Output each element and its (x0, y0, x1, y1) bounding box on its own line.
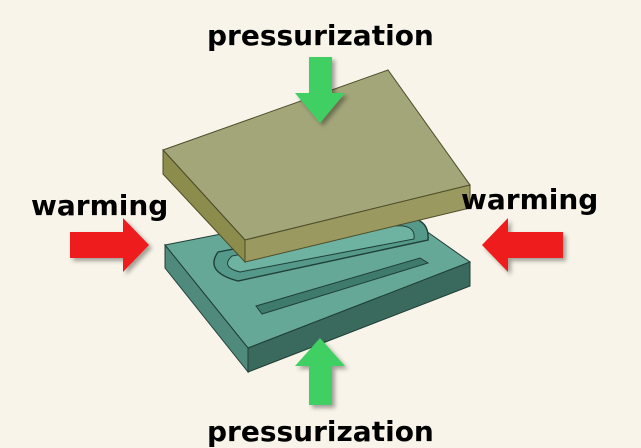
arrow-right-icon (70, 218, 149, 272)
label-warming-right: warming (461, 183, 599, 216)
upper-plate-right-face (244, 184, 471, 263)
label-pressurization-top: pressurization (207, 19, 434, 52)
label-pressurization-bottom: pressurization (207, 415, 434, 448)
lower-plate-right-face (247, 261, 471, 373)
arrow-up-icon (295, 338, 345, 405)
label-warming-left: warming (31, 189, 169, 222)
straight-slot (255, 257, 430, 315)
rounded-groove-inner (227, 225, 415, 273)
arrow-down-icon (295, 57, 345, 123)
arrow-left-icon (482, 218, 563, 272)
